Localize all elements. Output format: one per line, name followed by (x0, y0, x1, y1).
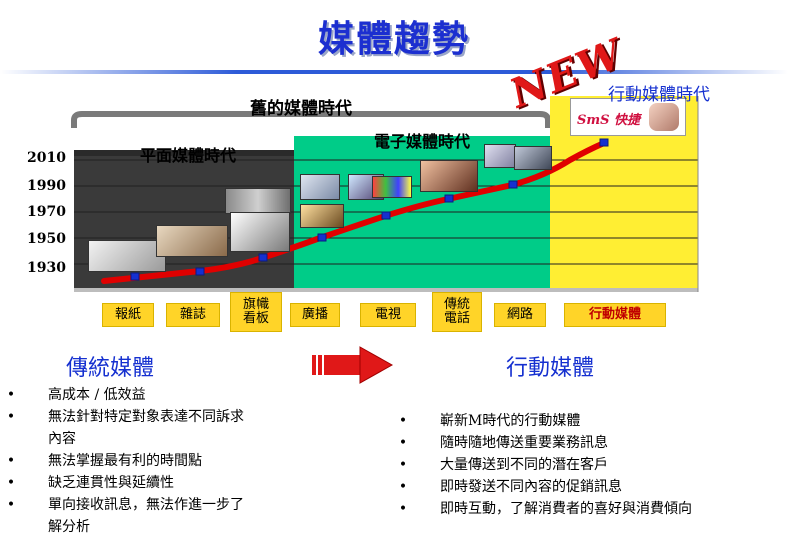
mobile-bullet-list: •嶄新M時代的行動媒體 •隨時隨地傳送重要業務訊息 •大量傳送到不同的潛在客戶 … (398, 410, 786, 520)
radio-image (300, 204, 344, 228)
media-box-mobile: 行動媒體 (564, 303, 666, 327)
list-item: •高成本 / 低效益 (6, 384, 326, 406)
y-tick-1990: 1990 (27, 178, 66, 194)
list-item: •嶄新M時代的行動媒體 (398, 410, 786, 432)
marker-billboard (258, 253, 268, 262)
telephone-image (420, 160, 478, 192)
media-box-tv: 電視 (360, 303, 416, 327)
bullet-icon: • (398, 479, 408, 495)
marker-tv (381, 211, 391, 220)
bullet-icon: • (6, 387, 16, 403)
list-item: •無法針對特定對象表達不同訴求 內容 (6, 406, 326, 450)
y-tick-2010: 2010 (27, 150, 66, 166)
media-box-radio: 廣播 (290, 303, 340, 327)
mobile-media-heading: 行動媒體 (506, 356, 595, 381)
radio-dish-image (300, 174, 340, 200)
list-item: •無法掌握最有利的時間點 (6, 450, 326, 472)
media-box-newspaper: 報紙 (102, 303, 154, 327)
media-box-internet: 網路 (494, 303, 546, 327)
title-divider (0, 70, 788, 74)
media-box-billboard: 旗幟 看板 (230, 292, 282, 332)
magazine-image (156, 225, 228, 257)
bullet-icon: • (6, 409, 16, 425)
list-item: •即時互動，了解消費者的喜好與消費傾向 (398, 498, 786, 520)
mobile-sms-image: SmS 快捷 (570, 98, 686, 136)
y-tick-1970: 1970 (27, 204, 66, 220)
bullet-icon: • (398, 413, 408, 429)
marker-mobile (599, 138, 609, 147)
billboard-image-top (225, 188, 291, 214)
internet-image-monitor (484, 144, 516, 168)
media-box-telephone: 傳統 電話 (432, 292, 482, 332)
marker-telephone (444, 194, 454, 203)
era-label-electronic: 電子媒體時代 (374, 132, 471, 151)
era-label-old: 舊的媒體時代 (250, 99, 352, 119)
tv-image (372, 176, 412, 198)
media-box-magazine: 雜誌 (166, 303, 220, 327)
marker-internet (508, 180, 518, 189)
list-item: •單向接收訊息，無法作進一步了 解分析 (6, 494, 326, 538)
bullet-icon: • (6, 497, 16, 513)
traditional-bullet-list: •高成本 / 低效益 •無法針對特定對象表達不同訴求 內容 •無法掌握最有利的時… (6, 384, 326, 538)
list-item: •大量傳送到不同的潛在客戶 (398, 454, 786, 476)
page-title: 媒體趨勢 (317, 18, 470, 60)
bullet-icon: • (6, 453, 16, 469)
bullet-icon: • (6, 475, 16, 491)
y-tick-1930: 1930 (27, 260, 66, 276)
internet-image-laptop (514, 146, 552, 170)
diagram-baseline (74, 288, 698, 292)
era-label-mobile: 行動媒體時代 (608, 85, 710, 105)
bullet-icon: • (398, 435, 408, 451)
era-label-print: 平面媒體時代 (140, 146, 237, 165)
marker-radio (317, 233, 327, 242)
marker-magazine (195, 267, 205, 276)
y-tick-1950: 1950 (27, 231, 66, 247)
sms-logo: SmS 快捷 (577, 113, 641, 128)
marker-newspaper (130, 272, 140, 281)
trend-markers (130, 138, 609, 281)
list-item: •即時發送不同內容的促銷訊息 (398, 476, 786, 498)
hand-phone-icon (649, 103, 679, 131)
list-item: •隨時隨地傳送重要業務訊息 (398, 432, 786, 454)
newspaper-image (88, 240, 166, 272)
old-era-brace (71, 111, 551, 128)
bullet-icon: • (398, 501, 408, 517)
traditional-media-heading: 傳統媒體 (66, 356, 155, 381)
print-era-zone-top (74, 150, 294, 156)
transition-arrow (312, 346, 394, 384)
billboard-image (230, 212, 290, 252)
bullet-icon: • (398, 457, 408, 473)
list-item: •缺乏連貫性與延續性 (6, 472, 326, 494)
